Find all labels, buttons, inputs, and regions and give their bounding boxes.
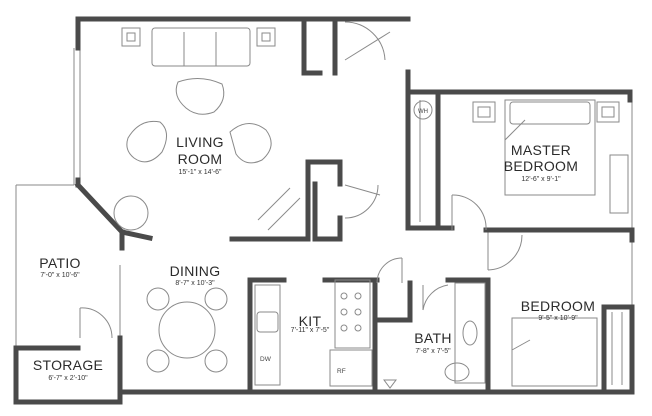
- patio-dims: 7'-0" x 10'-6": [40, 272, 80, 279]
- walls: [13, 16, 635, 405]
- living-room-dims: 15'-1" x 14'-6": [178, 169, 222, 176]
- bath-dims: 7'-8" x 7'-5": [415, 348, 451, 355]
- water-heater-label: WH: [418, 109, 428, 115]
- storage-name: STORAGE: [32, 357, 104, 373]
- bath-name: BATH: [414, 330, 452, 346]
- kitchen-name: KIT: [298, 313, 322, 329]
- living-room-name-line2: ROOM: [177, 151, 223, 167]
- storage-dims: 6'-7" x 2'-10": [48, 375, 88, 382]
- bedroom-name: BEDROOM: [520, 298, 596, 314]
- doors: [79, 21, 523, 339]
- kitchen-dims: 7'-11" x 7'-5": [290, 327, 330, 334]
- bedroom-dims: 9'-5" x 10'-9": [538, 315, 578, 322]
- window-lines: [15, 48, 633, 348]
- refrigerator-label: RF: [337, 368, 346, 375]
- furniture: [113, 27, 629, 389]
- master-bedroom-name-line1: MASTER: [510, 142, 572, 158]
- living-room-name-line1: LIVING: [176, 134, 224, 150]
- dining-dims: 8'-7" x 10'-3": [175, 280, 215, 287]
- dishwasher-label: DW: [260, 356, 271, 363]
- master-bedroom-name-line2: BEDROOM: [503, 158, 579, 174]
- patio-name: PATIO: [39, 255, 81, 271]
- master-bedroom-dims: 12'-6" x 9'-1": [521, 176, 561, 183]
- dining-name: DINING: [169, 263, 221, 279]
